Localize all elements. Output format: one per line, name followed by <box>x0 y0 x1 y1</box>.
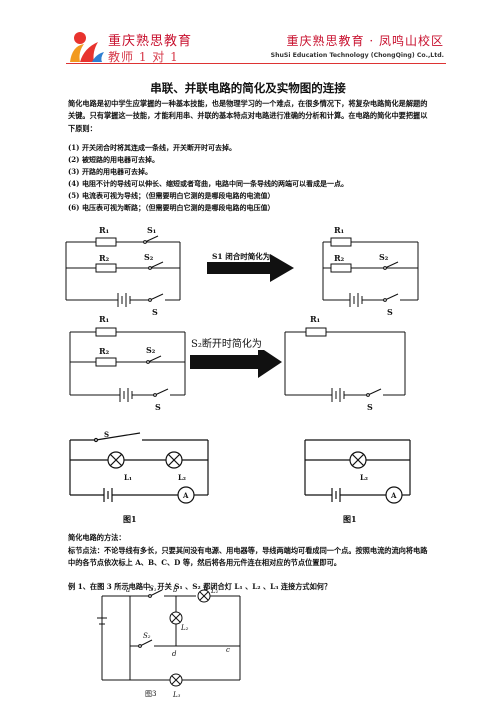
circuit-diagram-1-original <box>65 235 181 307</box>
arrow-right-icon <box>190 346 282 378</box>
label-s: S <box>104 430 109 439</box>
label-right-s2: S₂ <box>379 252 389 262</box>
campus-name: 重庆熟思教育 · 凤鸣山校区 <box>286 34 444 48</box>
label-s: S <box>152 307 158 317</box>
label-right-ammeter: A <box>390 491 397 500</box>
label-l1: L₁ <box>210 587 219 595</box>
label-right-r1: R₁ <box>334 225 344 235</box>
shusi-logo-icon <box>70 32 104 62</box>
label-right-r2: R₂ <box>334 253 345 263</box>
label-right-s: S <box>367 402 373 412</box>
arrow-right-icon <box>207 254 294 282</box>
circuit-diagram-3-simplified <box>304 439 411 504</box>
resistor-r2 <box>95 263 117 273</box>
rule-list: (1)开关闭合时将其连成一条线，开关断开时可去掉。 (2)被短路的用电器可去掉。… <box>68 142 434 213</box>
circuit-diagram-1-simplified <box>322 237 419 307</box>
label-r2: R₂ <box>99 346 110 356</box>
label-right-s: S <box>387 307 393 317</box>
label-r1: R₁ <box>99 225 109 235</box>
label-l2: L₂ <box>178 473 186 482</box>
label-s: S <box>155 402 161 412</box>
label-right-r1: R₁ <box>310 314 320 324</box>
header-divider <box>66 63 446 64</box>
circuit-diagram-2-original <box>69 327 186 402</box>
label-l1: L₁ <box>124 473 132 482</box>
arrow-label-2: S₂断开时简化为 <box>191 337 262 350</box>
method-heading: 简化电路的方法： <box>68 533 126 542</box>
rule-item: (5)电流表可视为导线；（但需要明白它测的是哪段电路的电流值） <box>68 190 275 200</box>
label-s1: S₁ <box>149 585 157 593</box>
figure-caption: 图1 <box>123 514 137 524</box>
circuit-diagram-3-physical <box>69 432 209 504</box>
figure-caption: 图3 <box>145 690 156 698</box>
label-r1: R₁ <box>99 314 109 324</box>
intro-paragraph: 简化电路是初中学生应掌握的一种基本技能，也是物理学习的一个难点，在很多情况下，将… <box>68 99 428 133</box>
label-l2: L₂ <box>180 624 189 632</box>
rule-item: (3)开路的用电器可去掉。 <box>68 166 152 176</box>
label-ammeter: A <box>182 491 189 500</box>
circuit-diagram-2-simplified <box>284 327 406 402</box>
resistor-r1 <box>95 237 117 247</box>
figure-caption: 图1 <box>343 514 357 524</box>
page-header: 重庆熟思教育 教师 1 对 1 重庆熟思教育 · 凤鸣山校区 ShuSi Edu… <box>0 0 496 68</box>
rule-item: (1)开关闭合时将其连成一条线，开关断开时可去掉。 <box>68 143 236 152</box>
circuit-diagram-4 <box>97 589 241 687</box>
label-s1: S₁ <box>147 225 156 235</box>
brand-name: 重庆熟思教育 <box>108 34 193 49</box>
label-right-l2: L₂ <box>360 473 368 482</box>
label-s2: S₂ <box>146 345 156 355</box>
node-b: b <box>173 586 178 594</box>
rule-item: (2)被短路的用电器可去掉。 <box>68 154 159 164</box>
company-name: ShuSi Education Technology (ChongQing) C… <box>270 52 444 59</box>
rule-item: (6)电压表可视为断路；（但需要明白它测的是哪段电路的电压值） <box>68 202 275 212</box>
arrow-label-1: S1 闭合时简化为 <box>212 251 270 261</box>
page-title: 串联、并联电路的简化及实物图的连接 <box>150 81 346 95</box>
brand-tagline: 教师 1 对 1 <box>108 50 179 64</box>
label-s2: S₂ <box>143 632 151 640</box>
rule-item: (4)电阻不计的导线可以伸长、缩短或者弯曲，电路中同一条导线的两端可以看成是一点… <box>68 178 348 188</box>
label-l3: L₃ <box>172 691 181 699</box>
label-s2: S₂ <box>144 252 154 262</box>
node-c: c <box>226 646 230 654</box>
example-question: 例 1、在图 3 所示电路中，开关 S₁ 、S₂ 都闭合灯 L₁ 、L₂ 、L₃… <box>68 582 332 591</box>
node-a: a <box>126 586 130 594</box>
node-d: d <box>172 650 177 658</box>
method-paragraph: 标节点法：不论导线有多长，只要其间没有电源、用电器等，导线两端均可看成同一个点。… <box>68 546 428 568</box>
label-r2: R₂ <box>99 253 110 263</box>
